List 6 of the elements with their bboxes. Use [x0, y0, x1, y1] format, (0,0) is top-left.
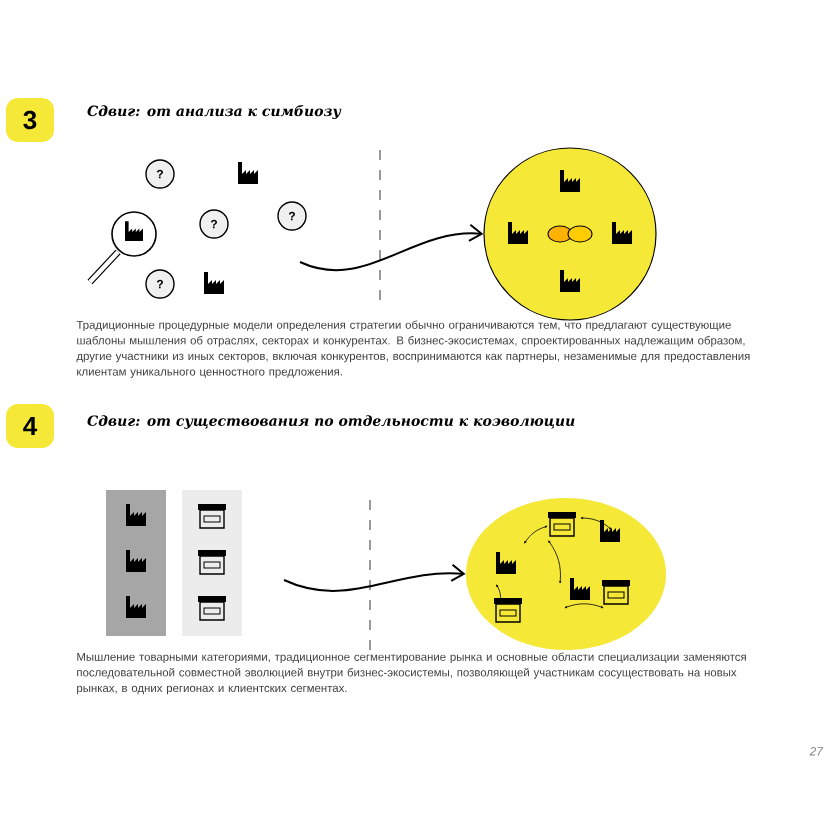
number-badge: 3: [6, 98, 54, 142]
ecosystem-blob: [466, 498, 666, 650]
ecosystem-circle: [483, 147, 657, 321]
number-badge: 4: [6, 404, 54, 448]
curved-arrow: [299, 223, 484, 272]
curved-arrow: [283, 563, 466, 592]
